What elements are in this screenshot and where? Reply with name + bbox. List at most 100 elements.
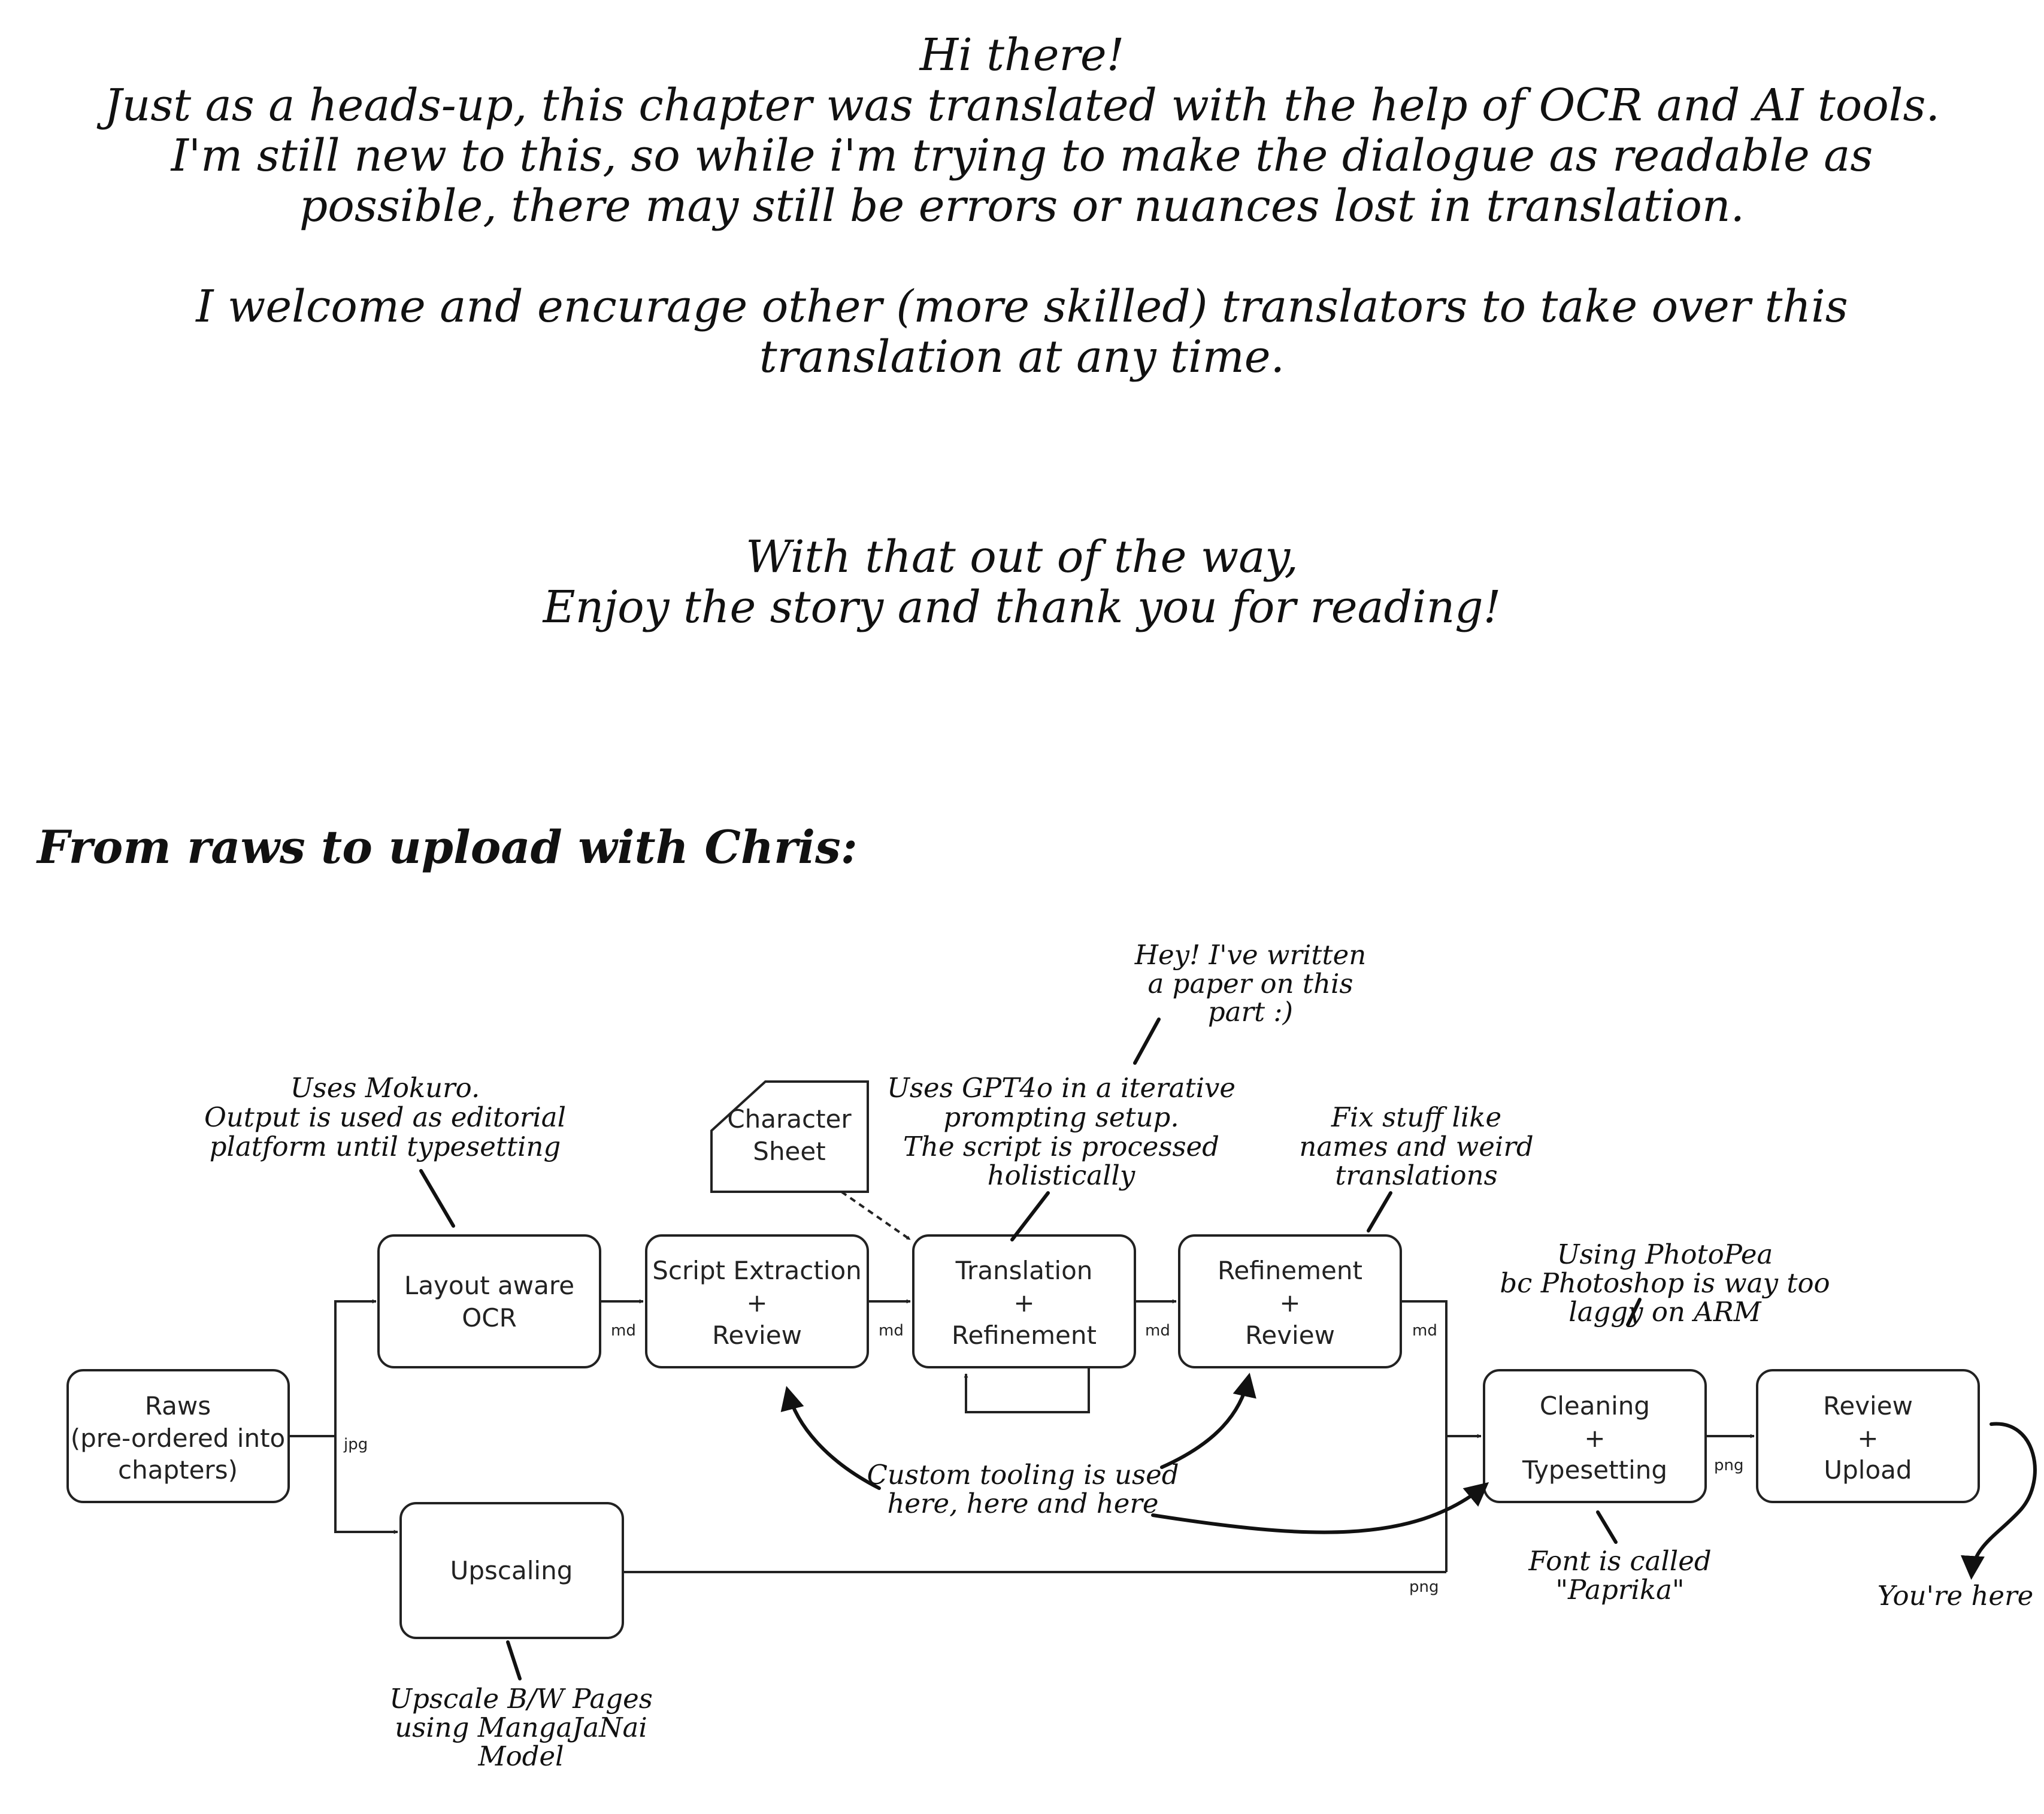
intro-line: Enjoy the story and thank you for readin… bbox=[543, 582, 1501, 633]
node-label: + bbox=[746, 1288, 767, 1318]
note-line: names and weird bbox=[1299, 1131, 1533, 1162]
edge-label-png: png bbox=[1409, 1578, 1439, 1596]
note-paper: Hey! I've written a paper on this part :… bbox=[1134, 939, 1366, 1028]
edge-label-md: md bbox=[1145, 1322, 1170, 1340]
pointer-custom-refinement bbox=[1160, 1373, 1256, 1469]
node-label: chapters) bbox=[118, 1455, 238, 1485]
node-label: Upscaling bbox=[450, 1556, 573, 1585]
node-label: Sheet bbox=[753, 1137, 825, 1166]
intro-line: I welcome and encurage other (more skill… bbox=[196, 281, 1848, 332]
pointer-mokuro bbox=[419, 1169, 455, 1228]
node-refinement: Refinement + Review bbox=[1178, 1234, 1402, 1368]
note-line: a paper on this bbox=[1148, 968, 1353, 1000]
node-label: Typesetting bbox=[1522, 1455, 1667, 1485]
note-line: Fix stuff like bbox=[1331, 1101, 1501, 1133]
intro-line: With that out of the way, bbox=[746, 531, 1298, 583]
edge-label-md: md bbox=[879, 1322, 904, 1340]
node-label: Cleaning bbox=[1540, 1391, 1650, 1421]
note-line: "Paprika" bbox=[1555, 1574, 1684, 1606]
note-line: Hey! I've written bbox=[1134, 939, 1366, 971]
note-photopea: Using PhotoPea bc Photoshop is way too l… bbox=[1500, 1238, 1830, 1328]
note-line: Font is called bbox=[1528, 1545, 1711, 1577]
edge-translation-loop bbox=[964, 1368, 1090, 1413]
node-label: Review bbox=[1823, 1391, 1913, 1421]
note-line: laggy on ARM bbox=[1568, 1296, 1761, 1328]
edges bbox=[289, 1191, 1755, 1573]
note-line: Uses Mokuro. bbox=[290, 1072, 480, 1104]
node-label: Script Extraction bbox=[652, 1256, 862, 1285]
note-gpt: Uses GPT4o in a iterative prompting setu… bbox=[887, 1072, 1236, 1191]
node-label: Raws bbox=[145, 1391, 211, 1421]
node-label: + bbox=[1013, 1288, 1034, 1318]
node-label: Refinement bbox=[952, 1321, 1097, 1350]
note-line: The script is processed bbox=[903, 1131, 1219, 1162]
edge-label-jpg: jpg bbox=[343, 1436, 368, 1453]
node-label: Review bbox=[1245, 1321, 1335, 1350]
note-line: translations bbox=[1335, 1159, 1497, 1191]
note-line: Custom tooling is used bbox=[867, 1459, 1179, 1491]
note-line: Using PhotoPea bbox=[1557, 1238, 1773, 1270]
edge-split-ocr bbox=[334, 1299, 377, 1436]
node-character-sheet: Character Sheet bbox=[710, 1080, 869, 1193]
pointer-custom-cleaning bbox=[1151, 1482, 1489, 1534]
node-raws: Raws (pre-ordered into chapters) bbox=[66, 1369, 290, 1503]
node-label: + bbox=[1857, 1424, 1878, 1453]
annotation-pointers bbox=[419, 1017, 2037, 1680]
edge-label-md: md bbox=[611, 1322, 636, 1340]
node-cleaning: Cleaning + Typesetting bbox=[1483, 1369, 1707, 1503]
intro-line: Just as a heads-up, this chapter was tra… bbox=[104, 80, 1940, 131]
note-mokuro: Uses Mokuro. Output is used as editorial… bbox=[204, 1072, 566, 1162]
note-line: prompting setup. bbox=[943, 1101, 1179, 1133]
intro-line: Hi there! bbox=[919, 29, 1125, 81]
node-label: Translation bbox=[955, 1256, 1093, 1285]
edge-refinement-cleaning bbox=[1401, 1300, 1448, 1572]
note-line: part :) bbox=[1208, 996, 1293, 1028]
edge-labels: jpg md md md md png png bbox=[343, 1322, 1744, 1596]
node-label: + bbox=[1584, 1424, 1605, 1453]
pointer-custom-script bbox=[780, 1386, 881, 1490]
node-translation: Translation + Refinement bbox=[912, 1234, 1136, 1368]
node-label: Upload bbox=[1824, 1455, 1912, 1485]
diagram-title: From raws to upload with Chris: bbox=[37, 820, 858, 874]
pointer-font bbox=[1596, 1510, 1618, 1544]
pointer-fix bbox=[1367, 1191, 1392, 1232]
note-upscale: Upscale B/W Pages using MangaJaNai Model bbox=[389, 1683, 653, 1772]
node-label: Refinement bbox=[1218, 1256, 1362, 1285]
intro-line: I'm still new to this, so while i'm tryi… bbox=[171, 130, 1873, 181]
note-line: Model bbox=[478, 1740, 564, 1772]
note-line: here, here and here bbox=[887, 1488, 1158, 1519]
edge-label-md: md bbox=[1412, 1322, 1437, 1340]
node-label: Review bbox=[712, 1321, 802, 1350]
note-youre-here: You're here bbox=[1878, 1580, 2033, 1612]
note-line: Upscale B/W Pages bbox=[389, 1683, 653, 1715]
node-ocr: Layout aware OCR bbox=[377, 1234, 601, 1368]
node-label: Layout aware bbox=[404, 1271, 574, 1300]
node-label: + bbox=[1279, 1288, 1300, 1318]
pointer-youre-here bbox=[1960, 1422, 2037, 1580]
note-line: Uses GPT4o in a iterative bbox=[887, 1072, 1236, 1104]
note-line: You're here bbox=[1878, 1580, 2033, 1612]
note-custom-tooling: Custom tooling is used here, here and he… bbox=[867, 1459, 1179, 1519]
intro-line: possible, there may still be errors or n… bbox=[299, 180, 1745, 232]
edge-sheet-translation bbox=[840, 1191, 912, 1241]
intro-line: translation at any time. bbox=[759, 331, 1285, 383]
note-line: holistically bbox=[988, 1159, 1135, 1191]
intro-message: Hi there! Just as a heads-up, this chapt… bbox=[0, 30, 2044, 632]
node-upscaling: Upscaling bbox=[399, 1502, 624, 1639]
edge-label-png: png bbox=[1714, 1456, 1744, 1474]
pointer-upscale bbox=[506, 1640, 522, 1680]
node-script-extraction: Script Extraction + Review bbox=[645, 1234, 869, 1368]
note-fix: Fix stuff like names and weird translati… bbox=[1299, 1101, 1533, 1191]
edge-split-upscaling bbox=[334, 1436, 398, 1534]
node-label: OCR bbox=[462, 1303, 517, 1333]
node-label: Character bbox=[727, 1104, 852, 1134]
note-font: Font is called "Paprika" bbox=[1528, 1545, 1711, 1606]
node-upload: Review + Upload bbox=[1756, 1369, 1980, 1503]
pointer-gpt bbox=[1010, 1191, 1050, 1241]
note-line: using MangaJaNai bbox=[395, 1712, 647, 1743]
note-line: Output is used as editorial bbox=[204, 1101, 566, 1133]
node-label: (pre-ordered into bbox=[71, 1424, 286, 1453]
note-line: bc Photoshop is way too bbox=[1500, 1267, 1830, 1299]
note-line: platform until typesetting bbox=[210, 1131, 561, 1162]
